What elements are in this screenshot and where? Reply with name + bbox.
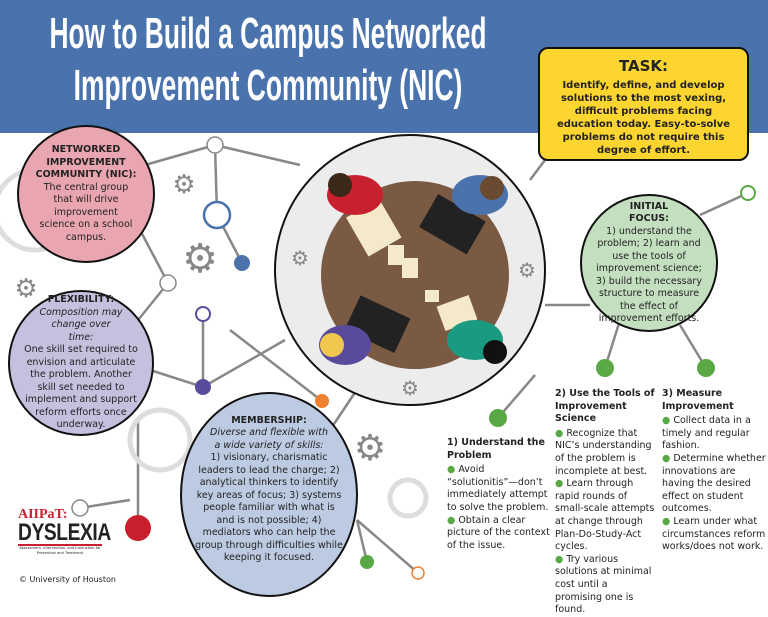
task-box: TASK: Identify, define, and develop solu… bbox=[538, 47, 749, 161]
bullet-icon: ● bbox=[662, 415, 674, 427]
nic-circle: NETWORKED IMPROVEMENT COMMUNITY (NIC): T… bbox=[17, 125, 155, 263]
page-title: How to Build a Campus Networked Improvem… bbox=[49, 9, 487, 110]
task-body: Identify, define, and develop solutions … bbox=[556, 80, 731, 156]
initial-focus-circle: INITIAL FOCUS: 1) understand the problem… bbox=[580, 194, 718, 332]
gear-icon: ⚙ bbox=[518, 258, 536, 282]
bullet-icon: ● bbox=[555, 553, 567, 565]
gear-icon: ⚙ bbox=[14, 274, 37, 304]
meeting-table-illustration bbox=[274, 134, 546, 406]
membership-circle: MEMBERSHIP: Diverse and flexible with a … bbox=[180, 392, 358, 597]
step-understand-problem: 1) Understand the Problem ● Avoid “solut… bbox=[447, 437, 550, 551]
task-heading: TASK: bbox=[618, 57, 669, 75]
nic-body: The central group that will drive improv… bbox=[39, 181, 133, 243]
gear-icon: ⚙ bbox=[291, 246, 309, 270]
gear-icon: ⚙ bbox=[401, 376, 419, 400]
gear-icon: ⚙ bbox=[182, 236, 218, 282]
copyright: © University of Houston bbox=[19, 575, 116, 584]
aiipat-dyslexia-logo: AIIPaT: DYSLEXIA Assessment, Interventio… bbox=[18, 507, 111, 555]
gear-icon: ⚙ bbox=[354, 428, 386, 469]
gear-icon: ⚙ bbox=[172, 170, 195, 200]
step-measure-improvement: 3) Measure Improvement ● Collect data in… bbox=[662, 388, 766, 553]
bullet-icon: ● bbox=[555, 427, 567, 439]
step-use-tools: 2) Use the Tools of Improvement Science … bbox=[555, 388, 655, 616]
bullet-icon: ● bbox=[662, 452, 674, 464]
bullet-icon: ● bbox=[555, 478, 567, 490]
network-graphic: ⚙ ⚙ ⚙ ⚙ ⚙ ⚙ ⚙ bbox=[0, 134, 756, 580]
bullet-icon: ● bbox=[447, 514, 459, 526]
bullet-icon: ● bbox=[447, 464, 459, 476]
flexibility-circle: FLEXIBILITY: Composition may change over… bbox=[8, 290, 154, 436]
bullet-icon: ● bbox=[662, 515, 674, 527]
